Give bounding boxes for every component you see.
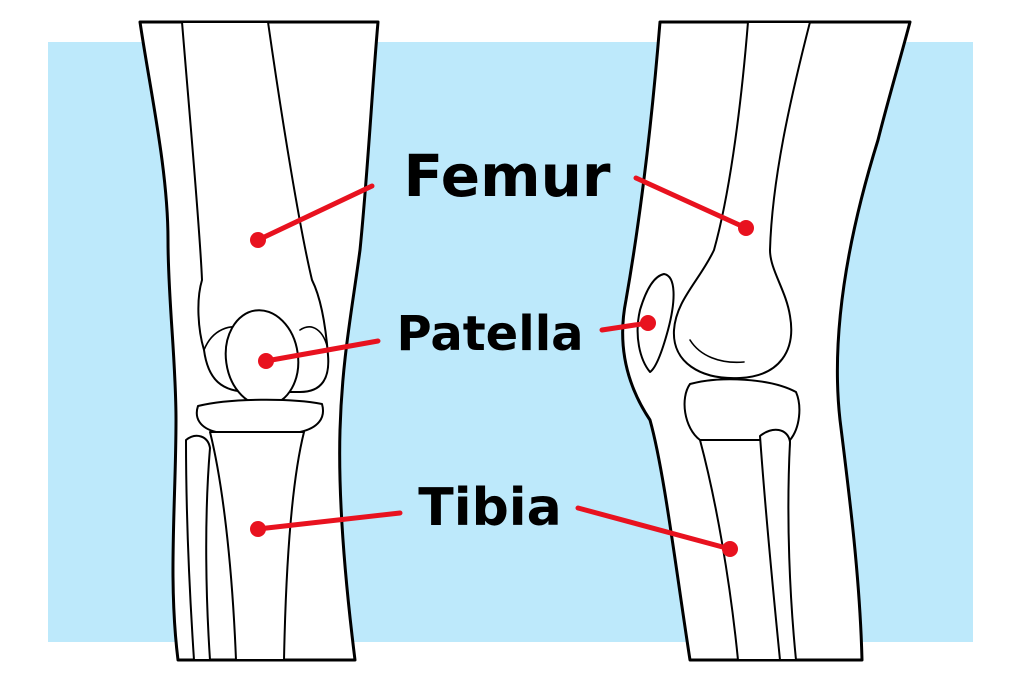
side-femur-condyle-line — [689, 339, 745, 364]
side-tibia-plateau — [683, 378, 801, 441]
femur-pointer-dot-front — [250, 232, 266, 248]
tibia-pointer-line-front — [255, 510, 403, 532]
femur-pointer-dot-side — [738, 220, 754, 236]
patella-pointer-dot-side — [640, 315, 656, 331]
femur-pointer-line-side — [633, 175, 749, 231]
front-tibia — [209, 431, 305, 661]
side-femur — [672, 21, 811, 380]
femur-pointer-line-front — [255, 183, 375, 243]
tibia-pointer-line-side — [575, 505, 733, 552]
patella-pointer-dot-front — [258, 353, 274, 369]
front-fibula — [185, 434, 211, 661]
pointer-layer — [250, 175, 754, 557]
front-tibia-plateau — [195, 398, 324, 433]
patella-pointer-line-front — [263, 338, 381, 364]
tibia-label: Tibia — [418, 478, 561, 538]
femur-label: Femur — [404, 142, 611, 210]
front-view-leg — [138, 20, 380, 662]
patella-label: Patella — [396, 306, 583, 362]
tibia-pointer-dot-side — [722, 541, 738, 557]
side-fibula — [759, 428, 797, 661]
tibia-pointer-dot-front — [250, 521, 266, 537]
